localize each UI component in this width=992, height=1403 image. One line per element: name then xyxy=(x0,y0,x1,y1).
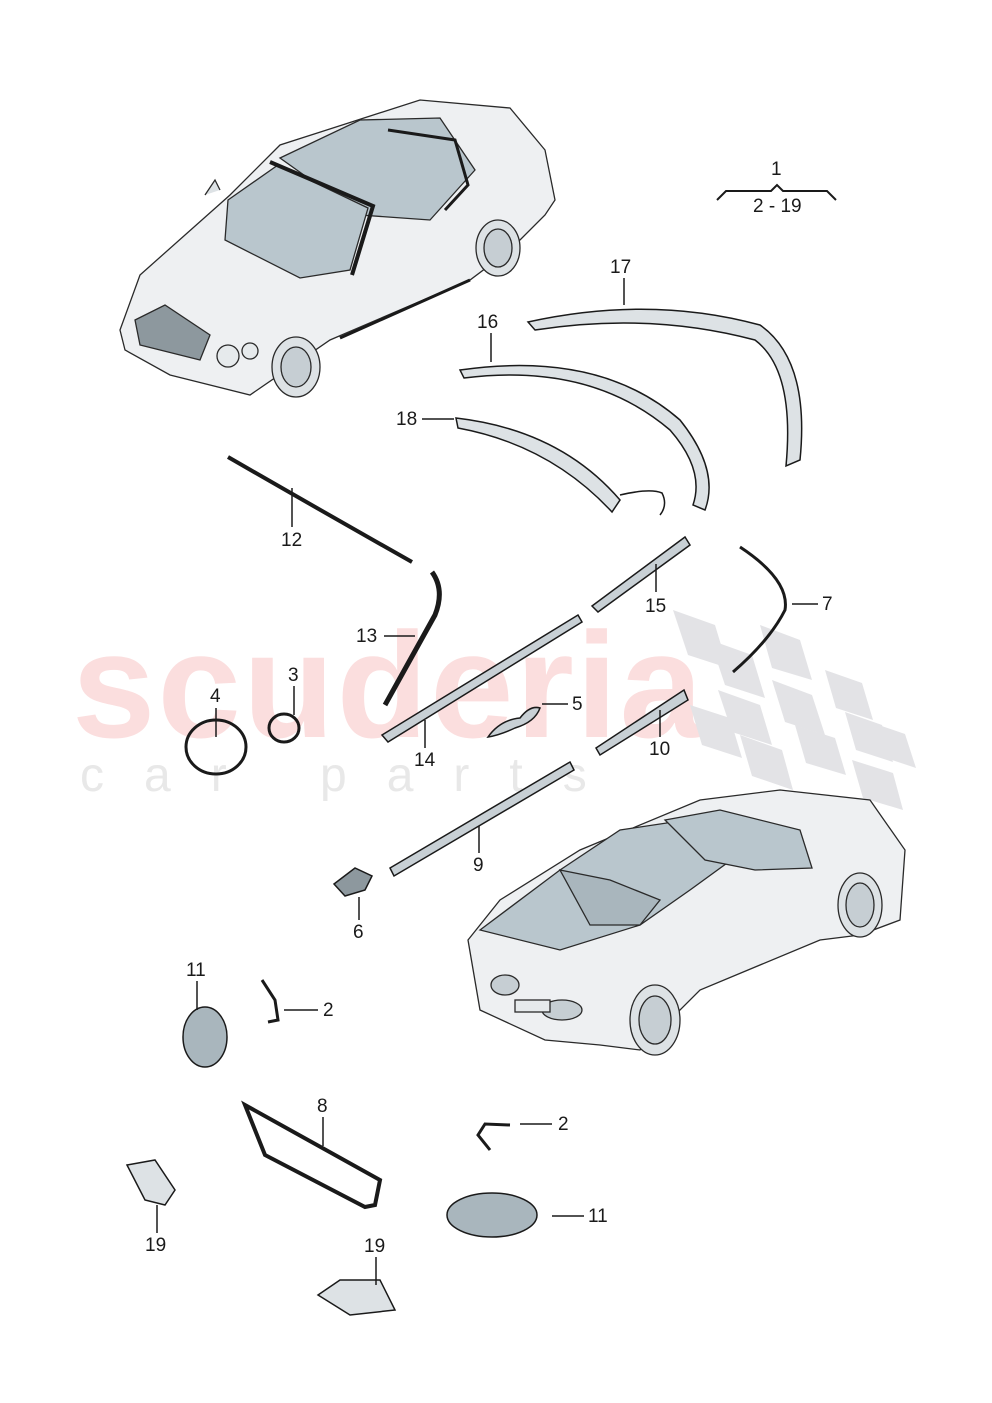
callout-10[interactable]: 10 xyxy=(649,739,671,760)
part-10-trim xyxy=(594,688,689,757)
part-5-handle xyxy=(486,706,541,739)
part-17-rear-trim xyxy=(526,308,803,468)
callout-6[interactable]: 6 xyxy=(353,922,364,943)
callout-15[interactable]: 15 xyxy=(645,596,667,617)
car-rear-view xyxy=(467,789,906,1056)
checkered-flag-watermark xyxy=(673,610,916,810)
callout-9[interactable]: 9 xyxy=(473,855,484,876)
callout-19-left[interactable]: 19 xyxy=(145,1235,167,1256)
part-19-bracket-b xyxy=(316,1279,397,1316)
assembly-bracket xyxy=(716,183,837,201)
part-3-ring xyxy=(267,712,301,744)
part-11-lamp-rear xyxy=(446,1192,538,1238)
part-15-seal xyxy=(590,535,692,613)
callout-4[interactable]: 4 xyxy=(210,686,221,707)
part-14-seal xyxy=(380,613,584,743)
callout-3[interactable]: 3 xyxy=(288,665,299,686)
car-front-view xyxy=(119,99,556,398)
part-7-seal xyxy=(732,545,787,674)
part-2-bracket-a xyxy=(260,979,280,1024)
part-9-trim xyxy=(389,760,575,878)
callout-2-upper[interactable]: 2 xyxy=(323,1000,334,1021)
part-12-seal xyxy=(227,455,413,564)
part-19-bracket-a xyxy=(125,1159,176,1206)
part-11-lamp-front xyxy=(182,1006,228,1068)
callout-5[interactable]: 5 xyxy=(572,694,583,715)
part-8-grille-frame xyxy=(241,1100,383,1210)
part-18-seal-with-cable xyxy=(455,417,666,516)
assembly-range: 2 - 19 xyxy=(753,196,802,217)
callout-12[interactable]: 12 xyxy=(281,530,303,551)
callout-18[interactable]: 18 xyxy=(396,409,418,430)
callout-11-rear-lamp[interactable]: 11 xyxy=(588,1206,608,1227)
callout-7[interactable]: 7 xyxy=(822,594,833,615)
part-13-seal xyxy=(382,570,442,707)
callout-13[interactable]: 13 xyxy=(356,626,378,647)
callout-16[interactable]: 16 xyxy=(477,312,499,333)
watermark-car-parts: car parts xyxy=(80,749,627,802)
callout-2-lower[interactable]: 2 xyxy=(558,1114,569,1135)
part-2-bracket-b xyxy=(476,1122,511,1151)
callout-8[interactable]: 8 xyxy=(317,1096,328,1117)
part-6-bracket xyxy=(332,867,374,897)
part-16-seal-strip xyxy=(458,364,710,511)
callout-19-bottom[interactable]: 19 xyxy=(364,1236,386,1257)
assembly-number: 1 xyxy=(771,159,782,180)
callout-14[interactable]: 14 xyxy=(414,750,436,771)
callout-11-front-lamp[interactable]: 11 xyxy=(186,960,206,981)
callout-17[interactable]: 17 xyxy=(610,257,632,278)
leader-lines xyxy=(156,278,818,1285)
